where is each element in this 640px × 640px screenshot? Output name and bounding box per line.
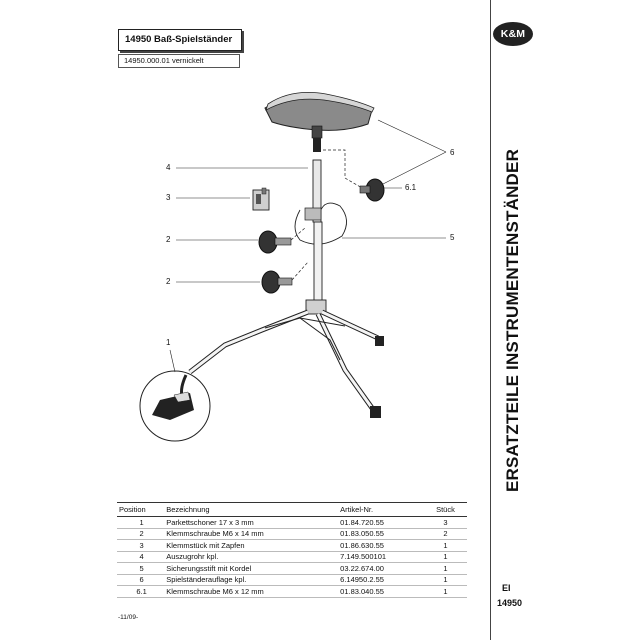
seat-clamp-screw	[318, 149, 385, 202]
cell-qty: 2	[421, 528, 467, 540]
table-row: 3 Klemmstück mit Zapfen 01.86.630.55 1	[117, 539, 467, 552]
callout-6: 6	[450, 148, 455, 157]
parts-table: Position Bezeichnung Artikel-Nr. Stück 1…	[117, 502, 467, 598]
table-header-row: Position Bezeichnung Artikel-Nr. Stück	[117, 502, 467, 517]
clamp-screw-upper	[258, 227, 306, 254]
callout-2-upper: 2	[166, 235, 171, 244]
cell-qty: 1	[421, 585, 467, 598]
cell-position: 3	[117, 539, 165, 552]
cell-position: 2	[117, 528, 165, 540]
brand-logo: K&M	[491, 20, 535, 48]
callout-4: 4	[166, 163, 171, 172]
cell-name: Sicherungsstift mit Kordel	[164, 562, 339, 575]
callout-5: 5	[450, 233, 455, 242]
stand-drawing	[139, 91, 447, 442]
header-qty: Stück	[421, 502, 467, 517]
table-row: 2 Klemmschraube M6 x 14 mm 01.83.050.55 …	[117, 528, 467, 540]
callout-6-1: 6.1	[405, 183, 417, 192]
sidebar-divider	[490, 0, 491, 640]
cell-article: 01.83.050.55	[338, 528, 422, 540]
header-name: Bezeichnung	[164, 502, 339, 517]
cell-article: 7.149.500101	[338, 551, 422, 563]
product-variant: 14950.000.01 vernickelt	[118, 54, 240, 68]
table-row: 6 Spielständerauflage kpl. 6.14950.2.55 …	[117, 574, 467, 586]
cell-qty: 1	[421, 551, 467, 563]
table-row: 4 Auszugrohr kpl. 7.149.500101 1	[117, 551, 467, 563]
cell-article: 6.14950.2.55	[338, 574, 422, 586]
table-row: 6.1 Klemmschraube M6 x 12 mm 01.83.040.5…	[117, 585, 467, 598]
callout-2-lower: 2	[166, 277, 171, 286]
floor-protector-detail	[139, 370, 211, 442]
revision-date: -11/09-	[118, 614, 139, 621]
leader-lines	[169, 119, 447, 373]
table-row: 1 Parkettschoner 17 x 3 mm 01.84.720.55 …	[117, 516, 467, 529]
vertical-title: ERSATZTEILE INSTRUMENTENSTÄNDER	[503, 148, 522, 492]
cell-position: 6.1	[117, 585, 165, 598]
cell-name: Klemmschraube M6 x 14 mm	[164, 528, 339, 540]
cell-position: 1	[117, 516, 165, 529]
cell-article: 01.86.630.55	[338, 539, 422, 552]
header-article: Artikel-Nr.	[338, 502, 422, 517]
clamp-block	[252, 187, 270, 211]
cell-name: Parkettschoner 17 x 3 mm	[164, 516, 339, 529]
cell-name: Klemmstück mit Zapfen	[164, 539, 339, 552]
cell-name: Klemmschraube M6 x 12 mm	[164, 585, 339, 598]
cell-position: 6	[117, 574, 165, 586]
clamp-screw-lower	[261, 261, 309, 294]
logo-text: K&M	[493, 22, 533, 46]
cell-article: 01.83.040.55	[338, 585, 422, 598]
cell-qty: 1	[421, 574, 467, 586]
callout-3: 3	[166, 193, 171, 202]
cell-qty: 1	[421, 539, 467, 552]
cell-qty: 1	[421, 562, 467, 575]
cell-qty: 3	[421, 516, 467, 529]
category-code: EI	[502, 583, 511, 593]
callout-1: 1	[166, 338, 171, 347]
seat-pad	[264, 91, 375, 152]
cell-position: 5	[117, 562, 165, 575]
cell-name: Spielständerauflage kpl.	[164, 574, 339, 586]
cell-article: 03.22.674.00	[338, 562, 422, 575]
cell-article: 01.84.720.55	[338, 516, 422, 529]
cell-name: Auszugrohr kpl.	[164, 551, 339, 563]
product-title: 14950 Baß-Spielständer	[118, 29, 242, 51]
safety-pin-cord	[294, 202, 347, 245]
cell-position: 4	[117, 551, 165, 563]
tripod-base	[188, 299, 384, 418]
product-number: 14950	[497, 598, 523, 608]
table-row: 5 Sicherungsstift mit Kordel 03.22.674.0…	[117, 562, 467, 575]
header-position: Position	[117, 502, 165, 517]
main-tube	[313, 221, 323, 307]
